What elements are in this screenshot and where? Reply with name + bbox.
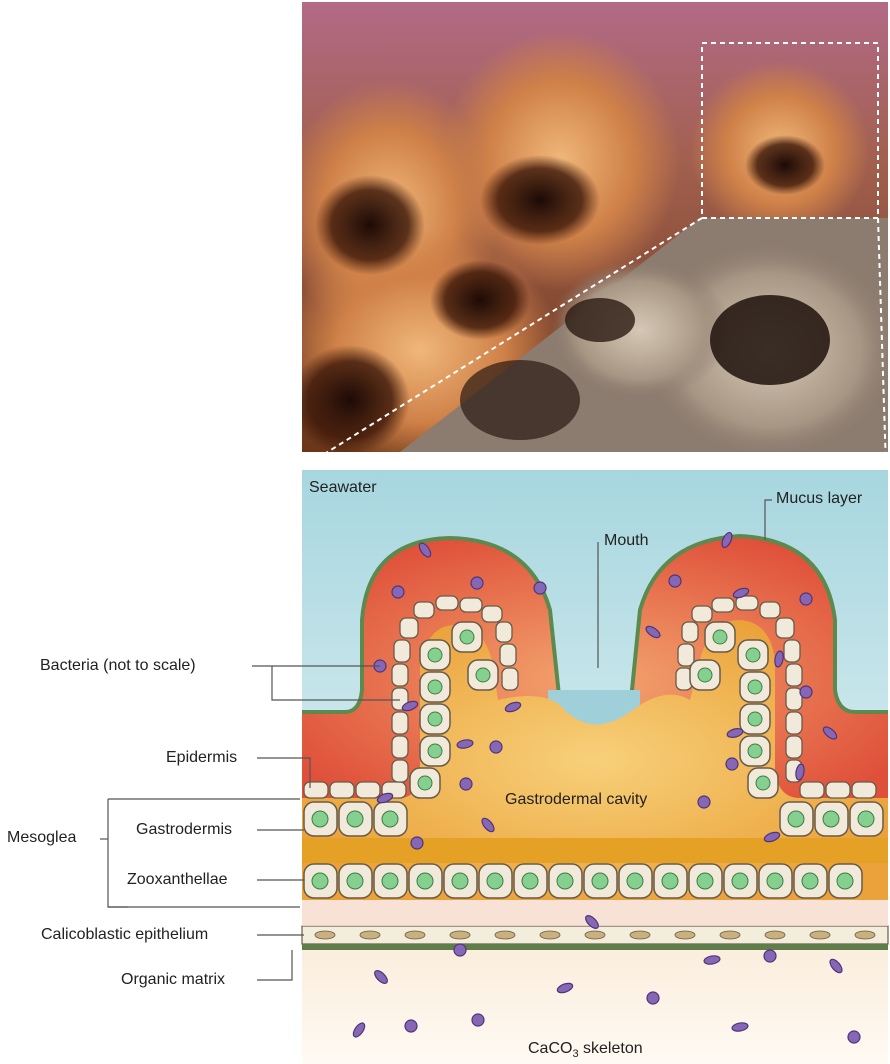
- label-zooxanthellae: Zooxanthellae: [127, 871, 228, 889]
- label-calicoblastic-epithelium: Calicoblastic epithelium: [41, 926, 208, 944]
- label-gastrodermis: Gastrodermis: [136, 821, 232, 839]
- label-caco3-skeleton: CaCO3 skeleton: [528, 1040, 643, 1060]
- label-mesoglea: Mesoglea: [7, 829, 76, 847]
- mesoglea-band: [302, 838, 888, 863]
- label-seawater: Seawater: [309, 479, 377, 497]
- label-mucus-layer: Mucus layer: [776, 490, 862, 508]
- label-mouth: Mouth: [604, 532, 648, 550]
- label-gastrodermal-cavity: Gastrodermal cavity: [505, 791, 647, 809]
- label-organic-matrix: Organic matrix: [121, 971, 225, 989]
- organic-matrix: [302, 944, 888, 950]
- label-bacteria: Bacteria (not to scale): [40, 657, 196, 675]
- label-epidermis: Epidermis: [166, 749, 237, 767]
